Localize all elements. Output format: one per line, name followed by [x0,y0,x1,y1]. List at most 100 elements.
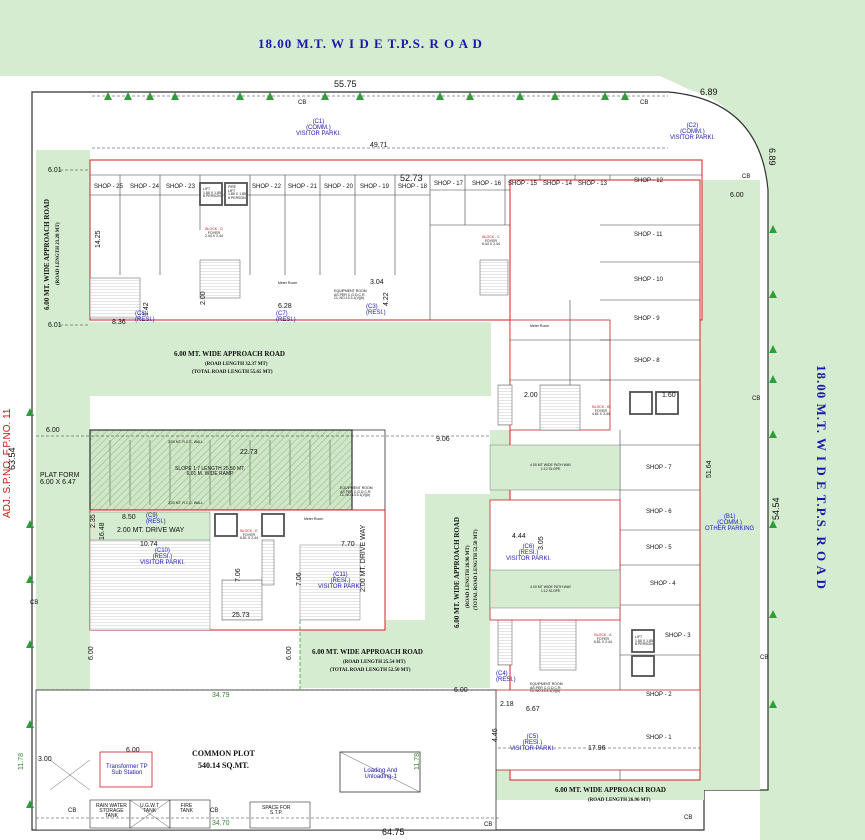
equipment-a: EQUIPMENT ROOM AS PER C.G.D.C.R. CL.NO.1… [530,682,563,694]
cb-right-2: CB [760,655,769,661]
dim-600-bot: 6.00 [454,687,468,694]
c10-code: (C10) [154,548,170,554]
cb-corner: CB [742,174,751,180]
fire-lift-d-title: FIRE [228,185,236,189]
meter-room-top: Meter Room [278,281,298,285]
block-d-size: 2.44 X 2.44 [205,234,223,238]
dim-1074: 10.74 [140,541,158,548]
lift-boxes-right [629,391,679,677]
shop-14: SHOP - 14 [543,181,572,187]
dim-left-side: 63.54 [7,447,17,470]
dim-1425: 14.25 [95,230,102,248]
loading-title: Loading And [364,768,398,774]
fire-lift-d-cap: 8 PERSON [228,195,246,200]
dim-left-6: 6.00 [46,427,60,434]
common-plot-title: COMMON PLOT [192,749,255,758]
c10-type: (RESI.) [152,554,173,560]
parking-c11: (C11) (RESI.) VISITOR PARKI. [318,572,363,590]
dim-mid-906: 9.06 [436,436,450,443]
dim-601a: 6.01 [48,167,62,174]
b1-type: (COMM.) [717,520,742,526]
block-b-name: BLOCK - B [592,405,610,409]
shop-17: SHOP - 17 [434,181,463,187]
c11-parking [299,544,361,621]
loading-label: Loading And Unloading-1 [364,768,397,780]
parking-c5: (C5) (RESI.) VISITOR PARKI. [510,734,555,752]
shop-13: SHOP - 13 [578,181,607,187]
shop-1: SHOP - 1 [646,735,672,741]
lower-right-block [489,689,701,771]
fire-tank-l1: FIRE [180,803,193,809]
drive-way-c9: 2.00 MT. DRIVE WAY [117,527,185,534]
plat-form-title: PLAT FORM [40,472,80,479]
dim-836: 8.36 [112,319,126,326]
c2-code: (C2) [686,123,699,129]
shop-24: SHOP - 24 [130,184,159,190]
parking-c1: (C1) (COMM.) VISITOR PARKI. [296,119,341,137]
rcc-wall-top: 2.00 MT. R.C.C. WALL [168,440,204,444]
c6-use: VISITOR PARKI. [506,556,551,562]
shop-6: SHOP - 6 [646,509,672,515]
dim-common-3479: 34.79 [212,692,230,699]
path-way-right2-slope: 1:12 SLOPE [540,588,561,593]
block-e-name: BLOCK - E [240,529,258,533]
c2-use: VISITOR PARKI. [670,135,715,141]
dim-600-mid2: 6.00 [286,646,293,660]
cb-bottom-4: CB [684,815,693,821]
block-d-label: BLOCK - D FOYER 2.44 X 2.44 [205,227,223,239]
parking-c4: (C4) (RESI.) [496,671,516,683]
block-b-foyer: FOYER [594,408,607,413]
block-b-size: 4.81 X 2.44 [592,412,610,416]
dim-5164: 51.64 [706,460,713,478]
path-way-right-label: 4.00 MT WIDE PATH WAY 1:12 SLOPE [530,463,571,471]
ramp-block [89,429,353,511]
shop-12: SHOP - 12 [634,178,663,184]
drive-way-c11: 2.00 MT. DRIVE WAY [360,524,367,592]
dim-right-side: 54.54 [771,497,781,520]
dim-770: 7.70 [341,541,355,548]
common-plot-label: COMMON PLOT 540.14 SQ.MT. [192,750,255,770]
dim-304: 3.04 [370,279,384,286]
shop-10: SHOP - 10 [634,277,663,283]
dim-2573: 25.73 [232,612,250,619]
meter-room-e: Meter Room [304,517,324,521]
ramp-lines [109,440,331,505]
block-e-foyer: FOYER [242,532,255,537]
plat-form: PLAT FORM 6.00 X 6.47 [40,472,79,486]
rain-tank-l2: STORAGE [99,808,124,814]
block-d-foyer: FOYER [207,230,220,235]
fire-tank: FIRE TANK [180,804,193,814]
ramp-label: SLOPE 1:7 LENGTH 25.50 MT. 6.01 M. WIDE … [175,467,245,477]
shop-4: SHOP - 4 [650,581,676,587]
parking-c7: (C7) (RESI.) [276,311,296,323]
right-road-label: 18.00 M.T. W I D E T.P.S. R O A D [814,365,829,590]
transformer-sub: Sub Station [111,770,143,776]
dim-lines [36,95,700,819]
e-stairs [221,539,275,621]
c9-type: (RESI.) [146,519,166,525]
transformer-label: Transformer TP Sub Station [106,764,148,776]
equipment-top-ref: AS PER C.G.D.C.R. [334,292,366,297]
tree-row [26,92,777,808]
c5-use: VISITOR PARKI. [510,746,555,752]
dim-200b: 2.00 [200,291,207,305]
fire-tank-l2: TANK [180,808,193,814]
shop-11: SHOP - 11 [634,232,663,238]
dim-628: 6.28 [278,303,292,310]
dim-706b: 7.06 [296,572,303,586]
right-road [760,76,865,840]
c1-code: (C1) [312,119,325,125]
c6-type: (RESI.) [518,550,539,556]
shop-21: SHOP - 21 [288,184,317,190]
shop-2: SHOP - 2 [646,692,672,698]
dim-bottom-width: 64.75 [382,827,405,837]
center-vertical-road [425,494,490,688]
equipment-e: EQUIPMENT ROOM AS PER C.G.D.C.R. CL.NO.1… [340,486,373,498]
c1-use: VISITOR PARKI. [296,131,341,137]
c5-type: (RESI.) [522,740,543,746]
center-approach-title: 6.00 MT. WIDE APPROACH ROAD [453,517,461,628]
dim-200a: 2.00 [524,392,538,399]
block-b-label: BLOCK - B FOYER 4.81 X 2.44 [592,405,610,417]
c4-type: (RESI.) [496,677,516,683]
equipment-a-ref: AS PER C.G.D.C.R. [530,685,562,690]
